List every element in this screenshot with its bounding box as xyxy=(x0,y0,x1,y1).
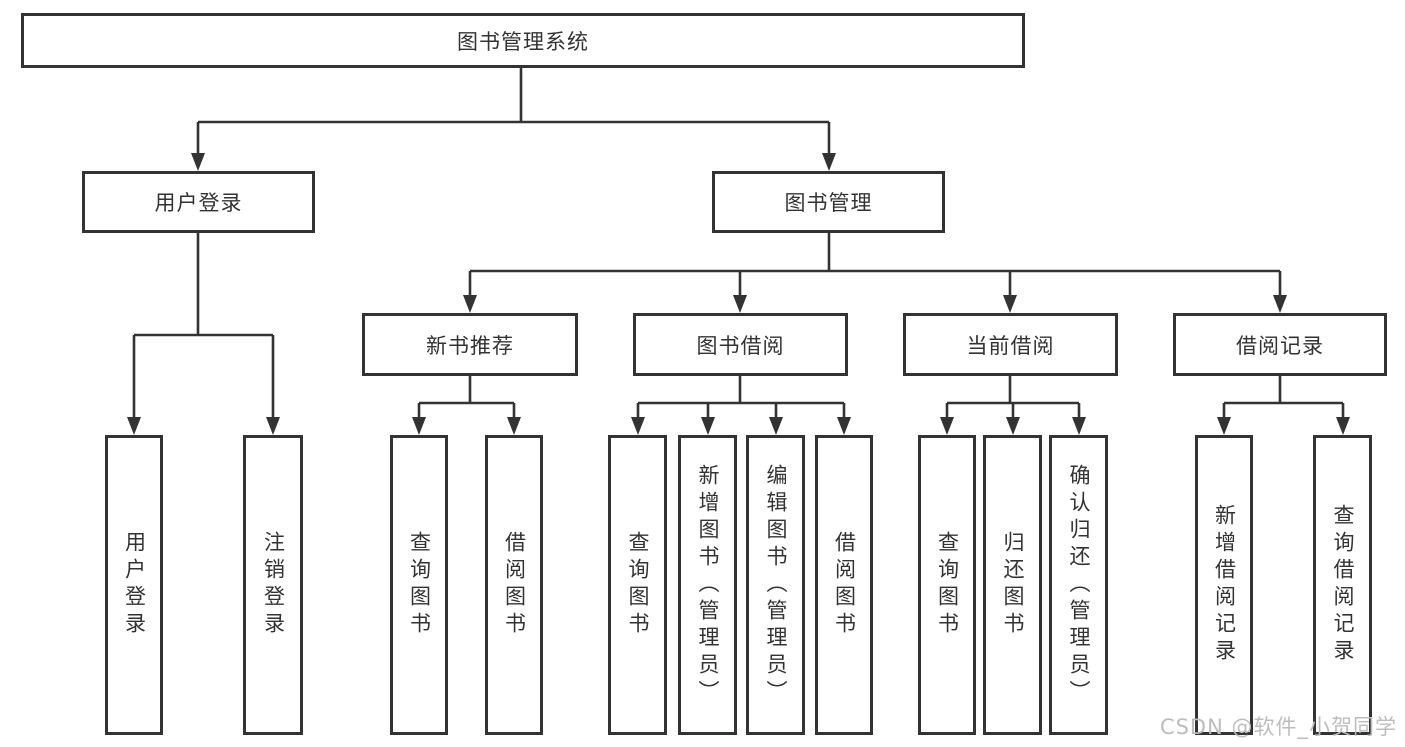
csdn-watermark: CSDN @软件_小贺同学 xyxy=(1159,715,1397,739)
leaf-add-borrow-record: 新增借阅记录 xyxy=(1195,435,1253,735)
node-new-book-recommend: 新书推荐 xyxy=(362,313,578,376)
leaf-return-book: 归还图书 xyxy=(983,435,1042,735)
leaf-borrow-books-2: 借阅图书 xyxy=(815,435,873,735)
node-book-management: 图书管理 xyxy=(712,171,945,233)
leaf-borrow-books-1: 借阅图书 xyxy=(485,435,543,735)
leaf-query-books-3: 查询图书 xyxy=(918,435,976,735)
node-user-login: 用户登录 xyxy=(82,171,315,233)
leaf-logout: 注销登录 xyxy=(243,435,303,735)
node-borrow-records: 借阅记录 xyxy=(1173,313,1387,376)
leaf-add-book-admin: 新增图书（管理员） xyxy=(678,435,737,735)
leaf-query-borrow-record: 查询借阅记录 xyxy=(1313,435,1372,735)
node-root: 图书管理系统 xyxy=(21,13,1025,68)
leaf-edit-book-admin: 编辑图书（管理员） xyxy=(746,435,805,735)
leaf-query-books-1: 查询图书 xyxy=(390,435,448,735)
leaf-confirm-return-admin: 确认归还（管理员） xyxy=(1049,435,1108,735)
leaf-user-login: 用户登录 xyxy=(105,435,163,735)
leaf-query-books-2: 查询图书 xyxy=(608,435,667,735)
node-current-borrow: 当前借阅 xyxy=(903,313,1118,376)
node-book-borrow: 图书借阅 xyxy=(633,313,848,376)
